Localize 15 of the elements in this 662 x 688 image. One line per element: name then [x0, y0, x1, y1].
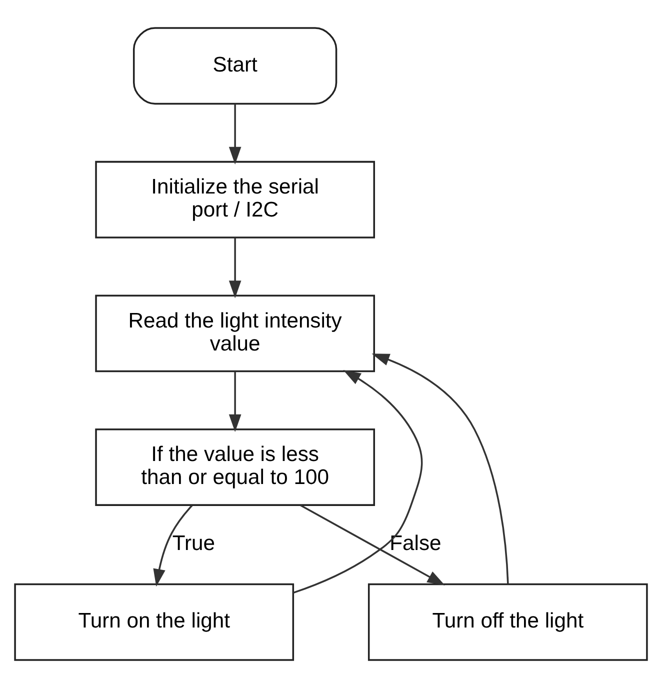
arrow — [372, 354, 509, 584]
arrow — [228, 104, 242, 164]
node-box: If the value is less than or equal to 100 — [95, 428, 375, 506]
node-box: Start — [132, 27, 338, 105]
edge-label: False — [390, 532, 442, 556]
node-box: Turn on the light — [14, 583, 294, 661]
arrow — [292, 370, 423, 594]
arrow — [228, 238, 242, 298]
node-box: Read the light intensity value — [95, 294, 375, 372]
arrow — [153, 504, 193, 587]
node-box: Initialize the serial port / I2C — [95, 160, 375, 238]
arrow — [300, 504, 445, 586]
edge-label: True — [172, 532, 216, 556]
arrow — [228, 371, 242, 432]
node-box: Turn off the light — [368, 583, 648, 661]
